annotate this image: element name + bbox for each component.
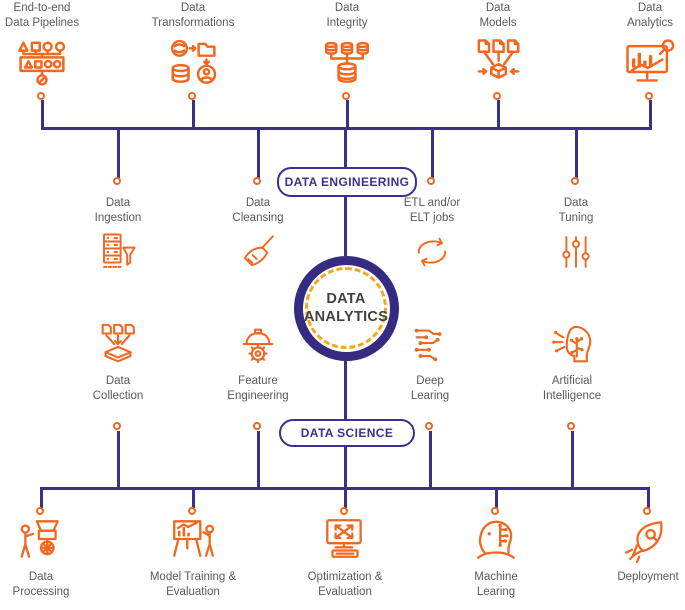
central-spine [343,443,347,488]
connector-dot [188,92,196,100]
node-label: Data Cleansing [232,197,284,224]
connector-line [40,100,44,130]
connector-line [430,127,434,178]
node-label: Artificial Intelligence [542,375,602,402]
node-label: Model Training & Evaluation [149,571,237,598]
center-circle-dashed-ring: DATA ANALYTICS [303,267,389,349]
connector-dot [567,422,575,430]
etl-elt-jobs-icon [411,231,453,273]
deep-learning-icon [407,322,453,368]
node-data-ingestion: Data Ingestion [53,196,183,273]
data-transformations-icon [166,36,220,90]
node-label: Data Integrity [326,2,368,29]
center-circle: DATA ANALYTICS [293,255,399,361]
node-data-integrity: Data Integrity [277,1,417,90]
connector-line [191,487,195,508]
data-processing-icon [16,514,66,564]
node-label: Data Models [479,2,517,29]
connector-dot [37,92,45,100]
connector-line [191,100,195,130]
connector-dot [645,92,653,100]
connector-line [256,431,260,488]
feature-engineering-icon [235,322,281,368]
node-data-analytics: Data Analytics [580,1,685,90]
connector-line [648,100,652,130]
data-collection-icon [95,322,141,368]
connector-dot [493,92,501,100]
data-science-badge: DATA SCIENCE [279,419,415,447]
data-engineering-badge: DATA ENGINEERING [277,167,417,197]
connector-line [256,127,260,178]
node-label: Data Collection [92,375,144,402]
connector-line [646,487,650,508]
node-label: Deployment [617,571,679,583]
connector-line [574,127,578,178]
data-ingestion-icon [97,231,139,273]
node-label: Data Ingestion [94,197,142,224]
node-label: Deep Learing [410,375,450,402]
node-label: Data Transformations [151,2,235,29]
connector-dot [253,177,261,185]
connector-line [570,431,574,488]
node-data-transformations: Data Transformations [123,1,263,90]
node-data-processing: Data Processing [0,514,111,600]
node-data-models: Data Models [428,1,568,90]
connector-dot [253,422,261,430]
node-deployment: Deployment [578,514,685,585]
node-end-to-end-data-pipelines: End-to-end Data Pipelines [0,1,112,90]
end-to-end-data-pipelines-icon [15,36,69,90]
node-label: Machine Learing [474,571,518,598]
connector-dot [571,177,579,185]
connector-dot [425,422,433,430]
node-label: Optimization & Evaluation [307,571,383,598]
connector-line [39,487,43,508]
node-etl-elt-jobs: ETL and/or ELT jobs [367,196,497,273]
node-label: Data Tuning [558,197,594,224]
central-spine [343,127,347,168]
node-data-tuning: Data Tuning [511,196,641,273]
connector-dot [36,507,44,515]
node-optimization-evaluation: Optimization & Evaluation [275,514,415,600]
connector-line [496,100,500,130]
connector-dot [188,507,196,515]
connector-line [343,487,347,508]
central-spine [343,361,347,419]
connector-dot [427,177,435,185]
connector-dot [491,507,499,515]
connector-dot [342,92,350,100]
connector-line [116,127,120,178]
connector-line [428,431,432,488]
node-label: Data Processing [12,571,70,598]
optimization-evaluation-icon [320,514,370,564]
model-training-evaluation-icon [168,514,218,564]
node-feature-engineering: Feature Engineering [193,322,323,404]
connector-line [116,431,120,488]
deployment-icon [623,514,673,564]
node-machine-learning: Machine Learing [426,514,566,600]
data-models-icon [471,36,525,90]
node-artificial-intelligence: Artificial Intelligence [507,322,637,404]
data-cleansing-icon [237,231,279,273]
node-label: ETL and/or ELT jobs [403,197,461,224]
connector-line [494,487,498,508]
data-tuning-icon [555,231,597,273]
data-analytics-icon [623,36,677,90]
data-integrity-icon [320,36,374,90]
central-spine [343,193,347,256]
connector-line [345,100,349,130]
node-label: Data Analytics [626,2,674,29]
connector-dot [113,177,121,185]
connector-dot [340,507,348,515]
connector-dot [643,507,651,515]
node-label: Feature Engineering [227,375,289,402]
node-label: End-to-end Data Pipelines [4,2,80,29]
artificial-intelligence-icon [549,322,595,368]
node-data-collection: Data Collection [53,322,183,404]
node-model-training-evaluation: Model Training & Evaluation [123,514,263,600]
machine-learning-icon [471,514,521,564]
node-deep-learning: Deep Learing [365,322,495,404]
center-circle-label: DATA ANALYTICS [303,290,389,325]
node-data-cleansing: Data Cleansing [193,196,323,273]
connector-dot [113,422,121,430]
